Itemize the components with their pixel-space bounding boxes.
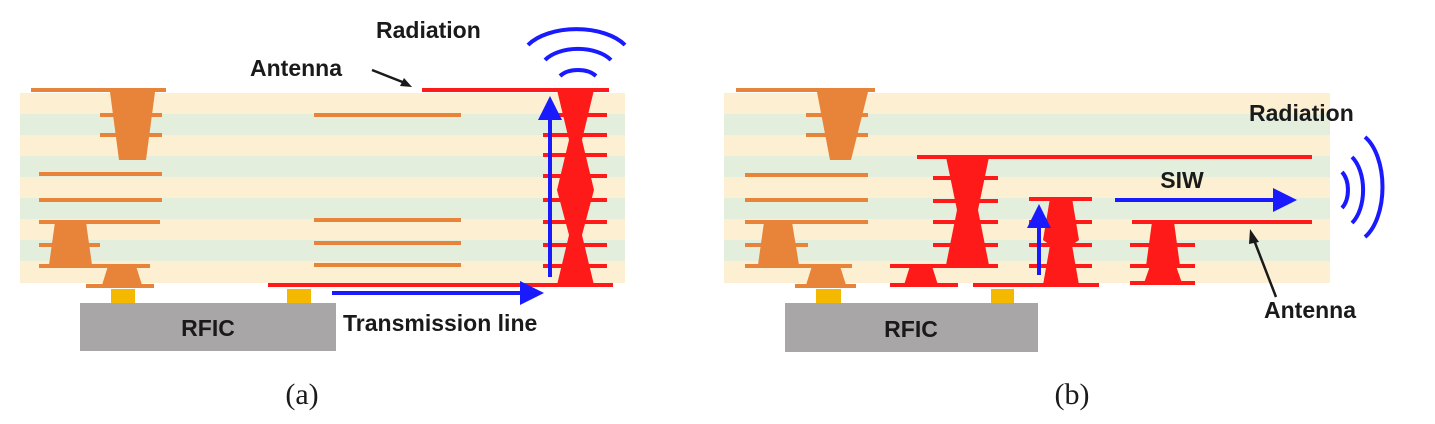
ground-metal-a [31, 88, 461, 288]
radiation-label-a: Radiation [376, 17, 481, 43]
siw-structure [890, 155, 1312, 287]
solder-bump [287, 289, 311, 303]
substrate-stack-a [20, 93, 625, 283]
antenna-pointer-a [371, 68, 406, 85]
rfic-chip-b [785, 303, 1038, 352]
panel-b: RFIC SIW Radiation Antenna (b) [724, 88, 1385, 411]
radiation-label-b: Radiation [1249, 100, 1354, 126]
panel-a: RFIC Transmission line Radiation Antenna… [20, 17, 627, 411]
antenna-label-b: Antenna [1264, 297, 1356, 323]
rfic-chip-a [80, 303, 336, 351]
rfic-label-a: RFIC [181, 315, 235, 341]
antenna-label-a: Antenna [250, 55, 342, 81]
transmission-line-label: Transmission line [343, 310, 537, 336]
radiation-waves-a [526, 27, 627, 78]
caption-b: (b) [1055, 378, 1090, 411]
signal-path-a [268, 88, 613, 287]
vertical-via-stack-a [557, 90, 594, 285]
solder-bump [816, 289, 841, 303]
ground-metal-b [736, 88, 875, 288]
rfic-label-b: RFIC [884, 316, 938, 342]
radiation-waves-b [1340, 135, 1385, 239]
solder-bump [111, 289, 135, 303]
antenna-pointer-b [1252, 239, 1278, 298]
solder-bump [991, 289, 1014, 303]
siw-label: SIW [1160, 167, 1204, 193]
substrate-stack-b [724, 93, 1330, 283]
caption-a: (a) [285, 378, 318, 411]
